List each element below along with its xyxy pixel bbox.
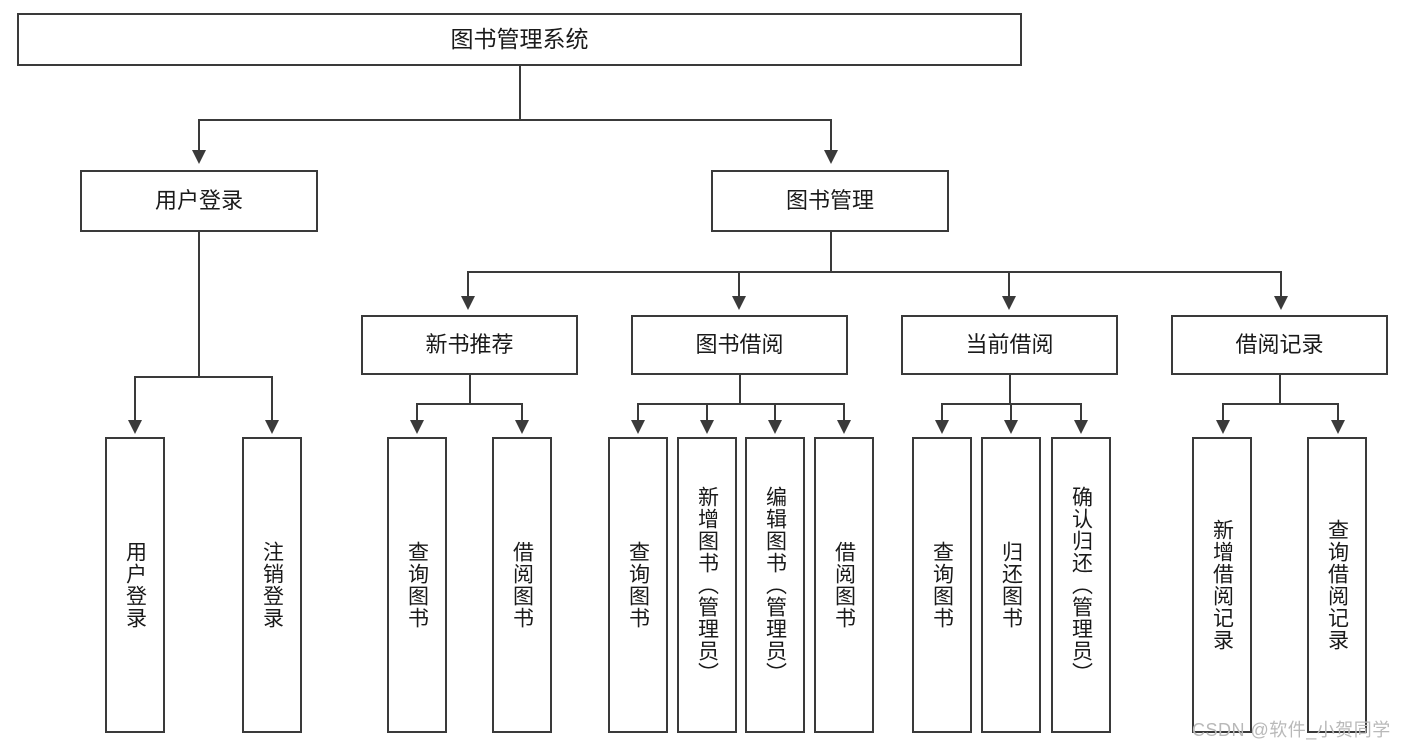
arrow-book-mgmt-to-borrow-record bbox=[1274, 296, 1288, 310]
arrow-new-book-to-leaf-2 bbox=[515, 420, 529, 434]
node-label: 借阅图书 bbox=[510, 541, 534, 629]
arrow-current-borrow-to-leaf-1 bbox=[935, 420, 949, 434]
edge-new-book-stem bbox=[469, 375, 471, 404]
arrow-book-borrow-to-leaf-1 bbox=[631, 420, 645, 434]
node-label: 图书借阅 bbox=[695, 331, 784, 357]
node-book-borrow[interactable]: 图书借阅 bbox=[631, 315, 848, 375]
node-label: 图书管理 bbox=[785, 187, 874, 213]
edge-book-borrow-to-leaf-4 bbox=[843, 403, 845, 421]
node-label: 借阅图书 bbox=[832, 541, 856, 629]
node-label: 借阅记录 bbox=[1235, 331, 1324, 357]
arrow-book-borrow-to-leaf-4 bbox=[837, 420, 851, 434]
leaf-current-borrow-return-book[interactable]: 归还图书 bbox=[981, 437, 1041, 733]
arrow-root-to-book-mgmt bbox=[824, 150, 838, 164]
leaf-borrow-record-query-record[interactable]: 查询借阅记录 bbox=[1307, 437, 1367, 733]
leaf-borrow-record-add-record[interactable]: 新增借阅记录 bbox=[1192, 437, 1252, 733]
leaf-user-login-login[interactable]: 用户登录 bbox=[105, 437, 165, 733]
edge-borrow-record-stem bbox=[1279, 375, 1281, 404]
node-label: 编辑图书（管理员） bbox=[763, 486, 787, 684]
arrow-borrow-record-to-leaf-2 bbox=[1331, 420, 1345, 434]
node-user-login[interactable]: 用户登录 bbox=[80, 170, 318, 232]
node-label: 查询借阅记录 bbox=[1325, 519, 1349, 651]
arrow-root-to-user-login bbox=[192, 150, 206, 164]
edge-borrow-record-to-leaf-1 bbox=[1222, 403, 1224, 421]
edge-current-borrow-stem bbox=[1009, 375, 1011, 404]
leaf-current-borrow-confirm-return[interactable]: 确认归还（管理员） bbox=[1051, 437, 1111, 733]
edge-current-borrow-to-leaf-1 bbox=[941, 403, 943, 421]
edge-new-book-to-leaf-2 bbox=[521, 403, 523, 421]
leaf-new-book-borrow-book[interactable]: 借阅图书 bbox=[492, 437, 552, 733]
edge-book-mgmt-bus bbox=[467, 271, 1282, 273]
edge-user-login-to-leaf-2 bbox=[271, 376, 273, 421]
node-label: 归还图书 bbox=[999, 541, 1023, 629]
edge-book-mgmt-to-borrow-record bbox=[1280, 271, 1282, 297]
arrow-book-borrow-to-leaf-3 bbox=[768, 420, 782, 434]
node-label: 新书推荐 bbox=[425, 331, 514, 357]
node-label: 新增借阅记录 bbox=[1210, 519, 1234, 651]
node-label: 确认归还（管理员） bbox=[1069, 486, 1093, 684]
node-borrow-record[interactable]: 借阅记录 bbox=[1171, 315, 1388, 375]
edge-current-borrow-to-leaf-2 bbox=[1010, 403, 1012, 421]
edge-borrow-record-bus bbox=[1222, 403, 1338, 405]
arrow-book-mgmt-to-new-book bbox=[461, 296, 475, 310]
node-label: 查询图书 bbox=[405, 541, 429, 629]
edge-new-book-to-leaf-1 bbox=[416, 403, 418, 421]
node-label: 用户登录 bbox=[123, 541, 147, 629]
watermark: CSDN @软件_小贺同学 bbox=[1192, 720, 1391, 740]
edge-root-to-user-login bbox=[198, 119, 200, 151]
edge-book-borrow-to-leaf-3 bbox=[774, 403, 776, 421]
edge-root-to-book-mgmt bbox=[830, 119, 832, 151]
arrow-current-borrow-to-leaf-2 bbox=[1004, 420, 1018, 434]
edge-root-stem bbox=[519, 66, 521, 120]
leaf-current-borrow-query-book[interactable]: 查询图书 bbox=[912, 437, 972, 733]
edge-book-borrow-bus bbox=[637, 403, 845, 405]
arrow-user-login-to-leaf-2 bbox=[265, 420, 279, 434]
edge-book-borrow-to-leaf-1 bbox=[637, 403, 639, 421]
edge-new-book-bus bbox=[416, 403, 522, 405]
arrow-current-borrow-to-leaf-3 bbox=[1074, 420, 1088, 434]
node-current-borrow[interactable]: 当前借阅 bbox=[901, 315, 1118, 375]
leaf-user-login-logout[interactable]: 注销登录 bbox=[242, 437, 302, 733]
edge-book-mgmt-stem bbox=[830, 232, 832, 272]
leaf-new-book-query-book[interactable]: 查询图书 bbox=[387, 437, 447, 733]
edge-user-login-to-leaf-1 bbox=[134, 376, 136, 421]
edge-user-login-bus bbox=[134, 376, 272, 378]
leaf-book-borrow-borrow-book[interactable]: 借阅图书 bbox=[814, 437, 874, 733]
node-label: 当前借阅 bbox=[965, 331, 1054, 357]
node-label: 图书管理系统 bbox=[450, 25, 589, 52]
edge-borrow-record-to-leaf-2 bbox=[1337, 403, 1339, 421]
arrow-book-borrow-to-leaf-2 bbox=[700, 420, 714, 434]
node-label: 查询图书 bbox=[626, 541, 650, 629]
node-label: 注销登录 bbox=[260, 541, 284, 629]
edge-book-mgmt-to-book-borrow bbox=[738, 271, 740, 297]
node-book-management[interactable]: 图书管理 bbox=[711, 170, 949, 232]
edge-book-borrow-stem bbox=[739, 375, 741, 404]
leaf-book-borrow-edit-book[interactable]: 编辑图书（管理员） bbox=[745, 437, 805, 733]
arrow-new-book-to-leaf-1 bbox=[410, 420, 424, 434]
node-label: 查询图书 bbox=[930, 541, 954, 629]
node-root-system[interactable]: 图书管理系统 bbox=[17, 13, 1022, 66]
leaf-book-borrow-query-book[interactable]: 查询图书 bbox=[608, 437, 668, 733]
arrow-book-mgmt-to-book-borrow bbox=[732, 296, 746, 310]
edge-user-login-stem bbox=[198, 232, 200, 377]
node-new-book-recommend[interactable]: 新书推荐 bbox=[361, 315, 578, 375]
edge-book-borrow-to-leaf-2 bbox=[706, 403, 708, 421]
node-label: 新增图书（管理员） bbox=[695, 486, 719, 684]
arrow-user-login-to-leaf-1 bbox=[128, 420, 142, 434]
edge-root-bus bbox=[198, 119, 832, 121]
edge-book-mgmt-to-current-borrow bbox=[1008, 271, 1010, 297]
edge-book-mgmt-to-new-book bbox=[467, 271, 469, 297]
node-label: 用户登录 bbox=[154, 187, 243, 213]
edge-current-borrow-to-leaf-3 bbox=[1080, 403, 1082, 421]
arrow-borrow-record-to-leaf-1 bbox=[1216, 420, 1230, 434]
arrow-book-mgmt-to-current-borrow bbox=[1002, 296, 1016, 310]
leaf-book-borrow-add-book[interactable]: 新增图书（管理员） bbox=[677, 437, 737, 733]
